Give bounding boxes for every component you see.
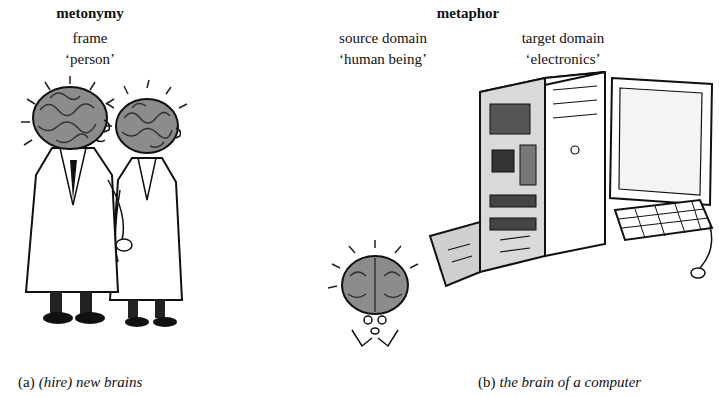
face (96, 120, 109, 142)
leg (128, 300, 138, 318)
power-supply (490, 104, 530, 134)
arms (352, 330, 398, 346)
shoe (153, 317, 177, 327)
shoe (125, 317, 149, 327)
coat-lapel (60, 148, 86, 205)
coat-lapel (138, 158, 156, 200)
caption-letter: (b) (478, 373, 496, 391)
brain (342, 256, 408, 314)
brain-folds (348, 258, 402, 312)
eye (378, 316, 386, 324)
domain-name: ‘electronics’ (526, 50, 601, 68)
keyboard (615, 200, 712, 240)
face (176, 128, 181, 138)
frame-label: frame (73, 29, 108, 47)
brain-head (33, 87, 107, 149)
eye (364, 316, 372, 324)
leg (50, 292, 62, 314)
frame-name: ‘person’ (65, 50, 115, 68)
lab-coat (26, 148, 118, 292)
monitor (610, 78, 712, 205)
mouse-cable (700, 226, 712, 268)
shoe (43, 312, 73, 324)
tower-front (545, 72, 605, 256)
computer (430, 72, 712, 286)
brain-head (116, 99, 178, 153)
keys (619, 202, 708, 238)
expansion-card (490, 218, 536, 230)
domain-name: ‘human being’ (339, 50, 427, 68)
panel-heading: metaphor (437, 4, 500, 22)
domain-label: source domain (339, 29, 427, 47)
circuit-lines (448, 236, 530, 262)
tie (70, 160, 77, 200)
drive-bays (553, 86, 597, 118)
scientist-left (21, 76, 132, 324)
expansion-card (490, 195, 536, 207)
power-button (571, 146, 579, 154)
hand (116, 239, 132, 251)
memory (520, 145, 536, 185)
side-panel (430, 222, 480, 286)
mouth (371, 328, 379, 334)
caption-letter: (a) (18, 373, 35, 391)
panel-heading: metonymy (56, 4, 124, 22)
mouse (691, 268, 705, 278)
processor (492, 150, 514, 172)
caption-text: (hire) new brains (39, 373, 143, 391)
leg (155, 300, 165, 318)
brain-folds (122, 103, 172, 147)
lab-coat (110, 158, 182, 300)
leg (80, 292, 92, 314)
coat-arm (108, 180, 123, 240)
caption-text: the brain of a computer (500, 373, 642, 391)
tower-open-side (480, 78, 545, 272)
screen (619, 88, 702, 195)
brain-folds (38, 93, 96, 143)
shoe (75, 312, 105, 324)
domain-label: target domain (522, 29, 605, 47)
